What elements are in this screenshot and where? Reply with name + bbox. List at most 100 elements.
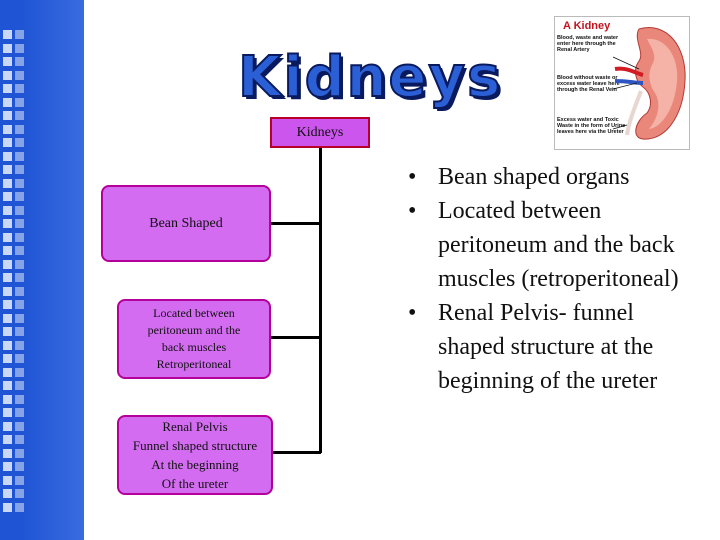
bullet-item: Bean shaped organs <box>404 160 704 194</box>
diagram-branch-line-2 <box>271 336 321 339</box>
strip-tile <box>15 219 24 228</box>
strip-tile <box>3 30 12 39</box>
strip-tile <box>15 300 24 309</box>
strip-tile <box>15 97 24 107</box>
strip-tile <box>3 394 12 404</box>
diagram-node-renal-pelvis: Renal Pelvis Funnel shaped structure At … <box>117 415 273 495</box>
bullet-item: Located between peritoneum and the back … <box>404 194 704 296</box>
strip-tile <box>15 259 24 269</box>
node-line: Funnel shaped structure <box>132 438 258 453</box>
strip-tile <box>15 273 24 282</box>
strip-tile <box>3 475 12 485</box>
strip-tile <box>15 502 24 512</box>
strip-tile <box>3 354 12 363</box>
strip-tile <box>3 502 12 512</box>
diagram-trunk-line <box>319 148 322 453</box>
kidney-illustration-title: A Kidney <box>563 20 611 32</box>
strip-tile <box>3 367 12 377</box>
strip-tile <box>15 340 24 350</box>
strip-tile <box>3 111 12 120</box>
strip-tile <box>3 273 12 282</box>
node-line: Located between <box>153 306 235 320</box>
strip-tile <box>3 462 12 471</box>
strip-tile <box>15 475 24 485</box>
diagram-root-label: Kidneys <box>296 124 344 140</box>
strip-tile <box>15 327 24 336</box>
strip-tile <box>3 232 12 242</box>
strip-tile <box>15 192 24 201</box>
strip-tile <box>15 354 24 363</box>
node-line: back muscles <box>161 340 227 354</box>
strip-tile <box>15 408 24 417</box>
strip-tile <box>3 84 12 93</box>
strip-tile <box>15 151 24 161</box>
strip-tile <box>15 489 24 498</box>
strip-tile <box>3 138 12 147</box>
strip-tile <box>15 57 24 66</box>
strip-tile <box>15 394 24 404</box>
strip-tile <box>3 124 12 134</box>
node-line: Retroperitoneal <box>156 357 232 371</box>
kidney-caption-vein: Blood without waste or excess water leav… <box>557 75 620 93</box>
strip-tile <box>15 435 24 444</box>
diagram-root-box: Kidneys <box>270 117 370 148</box>
strip-tile <box>15 448 24 458</box>
node-line: At the beginning <box>151 457 239 472</box>
strip-tile <box>3 259 12 269</box>
strip-tile <box>3 489 12 498</box>
strip-tile <box>3 97 12 107</box>
strip-tile <box>15 43 24 53</box>
strip-tile <box>15 165 24 174</box>
strip-tile <box>15 138 24 147</box>
strip-tile <box>3 165 12 174</box>
strip-tile <box>15 313 24 323</box>
strip-tile <box>3 219 12 228</box>
diagram-branch-line-1 <box>271 222 321 225</box>
strip-tile <box>15 30 24 39</box>
strip-tile <box>15 286 24 296</box>
strip-tile <box>15 178 24 188</box>
strip-tile <box>15 84 24 93</box>
strip-tile <box>3 192 12 201</box>
diagram-node-location: Located between peritoneum and the back … <box>117 299 271 379</box>
strip-tile <box>15 232 24 242</box>
strip-tile <box>3 246 12 255</box>
strip-tile <box>3 435 12 444</box>
strip-tile <box>15 205 24 215</box>
diagram-branch-line-3 <box>273 451 321 454</box>
strip-tile <box>15 462 24 471</box>
strip-tile <box>3 286 12 296</box>
strip-tile <box>3 300 12 309</box>
strip-tile <box>3 313 12 323</box>
node-line: Bean Shaped <box>149 215 223 231</box>
kidney-drawing <box>612 27 686 140</box>
strip-tile <box>3 381 12 390</box>
strip-tile <box>3 421 12 431</box>
strip-tile <box>15 246 24 255</box>
strip-tile <box>3 151 12 161</box>
node-line: peritoneum and the <box>147 323 241 337</box>
strip-tile <box>15 70 24 80</box>
node-line: Of the ureter <box>161 476 229 491</box>
strip-tile <box>15 367 24 377</box>
strip-tile <box>15 111 24 120</box>
kidney-illustration: A Kidney Blood, waste and water enter he… <box>554 16 690 150</box>
bullet-item: Renal Pelvis- funnel shaped structure at… <box>404 296 704 398</box>
strip-tile <box>3 57 12 66</box>
strip-tile <box>3 43 12 53</box>
strip-tile <box>3 70 12 80</box>
strip-tile <box>3 205 12 215</box>
kidney-caption-artery: Blood, waste and water enter here throug… <box>557 35 619 53</box>
strip-tile <box>15 124 24 134</box>
bullet-list: Bean shaped organs Located between perit… <box>404 160 704 398</box>
node-line: Renal Pelvis <box>162 419 228 434</box>
slide-title: Kidneys <box>237 45 503 110</box>
strip-tile <box>3 448 12 458</box>
kidney-caption-ureter: Excess water and Toxic Waste in the form… <box>557 117 626 135</box>
strip-tile <box>15 421 24 431</box>
diagram-node-bean-shaped: Bean Shaped <box>101 185 271 262</box>
strip-tile <box>3 327 12 336</box>
strip-tile <box>3 340 12 350</box>
left-strip-gradient <box>22 0 84 540</box>
strip-tile <box>3 178 12 188</box>
